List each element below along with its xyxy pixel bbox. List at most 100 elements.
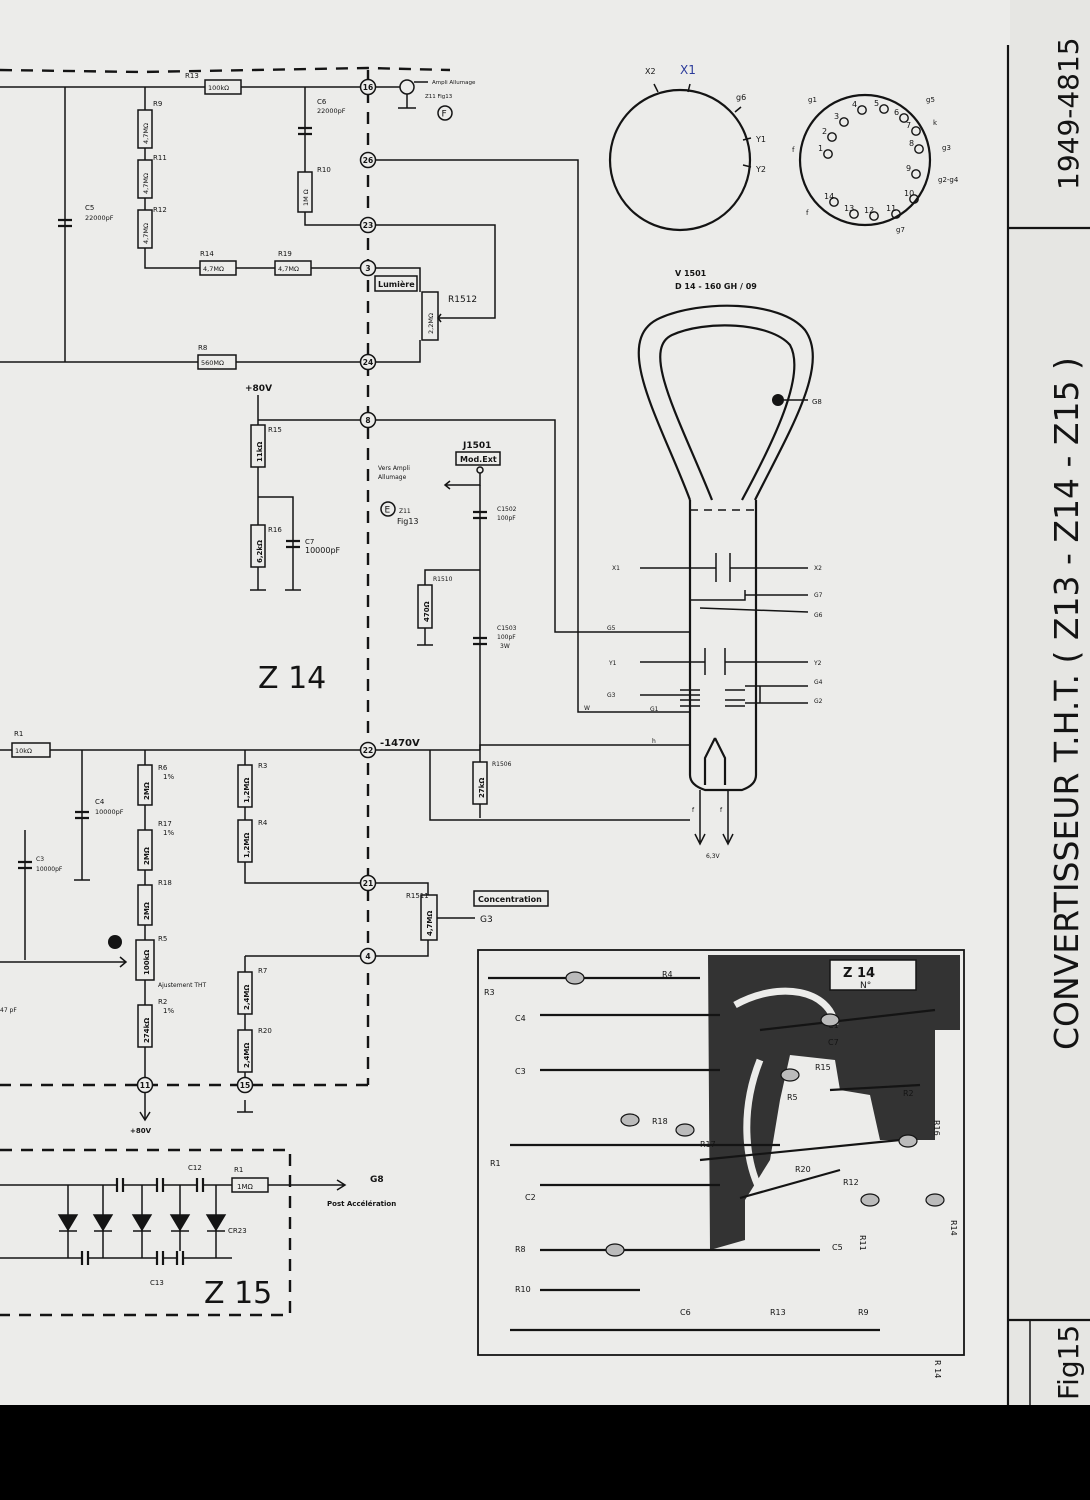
y1-label: Y1 [608,660,617,667]
diode-ladder [57,1178,227,1265]
resistor-r10 [297,171,313,213]
y-plates [640,648,808,675]
pcb-badge-label: Z 14 [843,966,875,981]
face-x1-label: X1 [680,63,696,77]
x1-label: X1 [612,565,620,572]
node-24 [359,353,377,371]
r10-ref: R10 [317,166,331,174]
pcb-label-24: C6 [680,1308,691,1317]
socket-pin-12 [869,211,879,221]
r8-value: 560MΩ [201,359,224,367]
g8-contact [772,394,784,406]
c4-ref: C4 [95,798,105,806]
pcb-label-8: R5 [787,1093,798,1102]
connector-ampli-top [399,79,415,95]
z15-capacitor-3 [195,1178,205,1192]
z15-capacitor-1 [115,1178,125,1192]
heater-leads [694,790,734,846]
r3-ref: R3 [258,762,267,770]
w-label: W [584,705,590,712]
node-16-label: 16 [363,83,373,92]
capacitor-c6 [298,126,312,136]
g8-label: G8 [812,398,822,406]
node-8-label: 8 [365,416,370,425]
marker-e [380,501,396,517]
g1-label: G1 [650,706,659,713]
r15-ref: R15 [268,426,282,434]
node-4-label: 4 [365,952,370,961]
r11-ref: R11 [153,154,167,162]
pcb-pad-6 [898,1134,918,1148]
socket-g5-label: g5 [926,96,935,104]
pcb-label-12: R18 [652,1117,668,1126]
r10-value: 1M Ω [302,189,310,206]
c6-value: 22000pF [317,107,346,115]
node-23-label: 23 [363,221,373,230]
node-4 [359,947,377,965]
z15-capacitor-5 [155,1251,165,1265]
r1506-ref: R1506 [492,761,512,768]
r6-ref: R6 [158,764,168,772]
socket-pin-3-label: 3 [834,112,839,121]
x-plates [640,553,808,582]
r16-value: 6,2kΩ [256,540,264,563]
socket-g1-label: g1 [808,96,817,104]
resistor-r5 [135,939,155,981]
capacitor-c3 [18,860,32,870]
r1511-value: 4,7MΩ [426,911,434,936]
crt-screen-inner [659,324,796,501]
node-23 [359,216,377,234]
socket-pin-1-label: 1 [818,144,823,153]
wire-1470-return [429,750,690,821]
socket-pin-14-label: 14 [824,192,834,201]
bottom-background [0,1405,1090,1500]
resistor-r6 [137,764,153,806]
socket-pin-5 [879,104,889,114]
pcb-pad-3 [675,1123,695,1137]
r2-value: 274kΩ [143,1018,151,1043]
wire-3 [368,267,421,292]
concentration-box [473,890,549,907]
g2-label: G2 [814,698,823,705]
c7-ref: C7 [305,538,314,546]
zone-label-z14: Z 14 [258,661,326,696]
r13-value: 100kΩ [208,84,229,92]
r6-tol: 1% [163,773,174,781]
j1501-label: J1501 [462,441,491,451]
arrow-plus80-bottom [139,1111,151,1122]
c12-ref: C12 [188,1164,202,1172]
c3-value: 10000pF [36,866,63,873]
socket-pin-1 [823,149,833,159]
heater-voltage-label: 6,3V [706,853,721,860]
capacitor-c1503 [473,636,487,646]
g6-g7-electrodes [690,590,809,613]
pcb-label-17: R12 [843,1178,859,1187]
r17-value: 2MΩ [143,847,151,865]
resistor-r3 [237,764,253,808]
r1511-ref: R1511 [406,892,429,900]
zone-label-z15: Z 15 [204,1276,272,1311]
resistor-r14 [199,260,237,276]
r2-tol: 1% [163,1007,174,1015]
cathode-heater [703,737,727,785]
pcb-label-16: R20 [795,1165,811,1174]
r14-ref: R14 [200,250,214,258]
ajustement-label: Ajustement THT [158,982,207,989]
pcb-label-6: C3 [515,1067,526,1076]
r1512-ref: R1512 [448,295,477,305]
pcb-trace-12 [739,1168,841,1200]
g3-out-label: G3 [480,915,493,925]
resistor-r15 [250,424,266,468]
r20-value: 2,4MΩ [243,1043,251,1068]
wire-ajust-input [0,956,128,968]
pcb-badge-sub: N° [860,981,871,991]
r1-value: 10kΩ [15,747,32,755]
r9-ref: R9 [153,100,162,108]
wire-r1510 [417,569,480,646]
r1510-value: 470Ω [423,601,431,622]
pcb-label-19: C2 [525,1193,536,1202]
socket-pin-6-label: 6 [894,108,899,117]
socket-pin-3 [839,117,849,127]
tube-type-label: D 14 - 160 GH / 09 [675,282,757,291]
